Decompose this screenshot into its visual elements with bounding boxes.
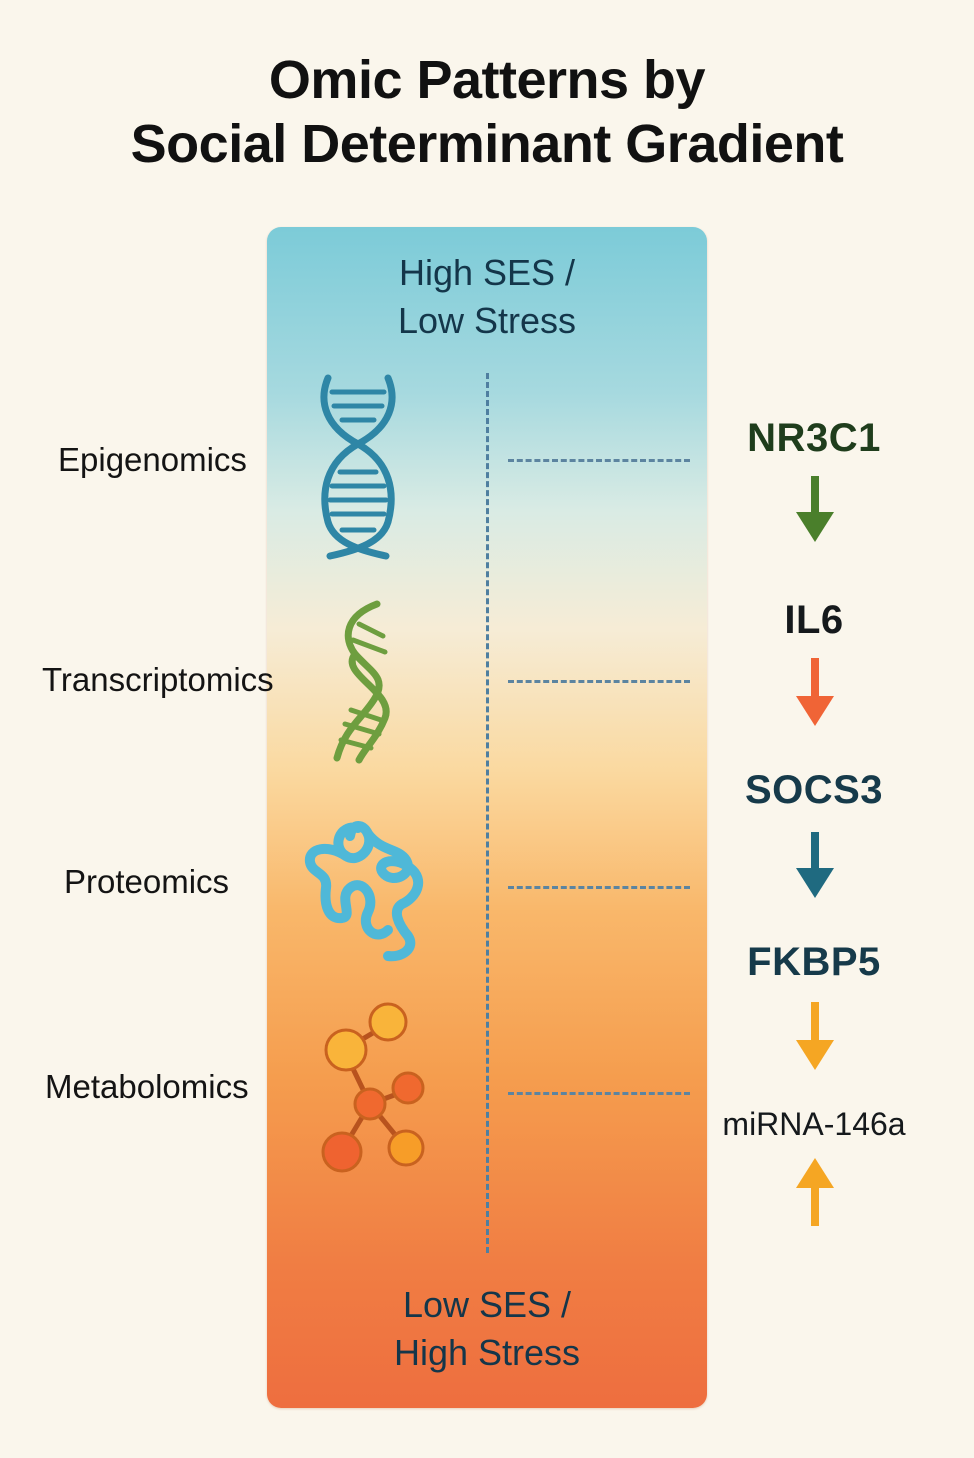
dashed-connector-proteomics bbox=[508, 886, 690, 889]
dashed-connector-transcriptomics bbox=[508, 680, 690, 683]
gene-label-il6: IL6 bbox=[784, 598, 844, 642]
molecule-icon bbox=[321, 1002, 425, 1173]
arrow-down-icon-nr3c1 bbox=[796, 476, 834, 542]
arrow-up-icon-mirna-146a bbox=[796, 1158, 834, 1226]
gene-label-fkbp5: FKBP5 bbox=[747, 940, 881, 984]
rna-strand-icon bbox=[333, 600, 390, 764]
protein-fold-icon bbox=[305, 821, 424, 962]
arrow-down-icon-fkbp5 bbox=[796, 1002, 834, 1070]
gene-label-mirna-146a: miRNA-146a bbox=[722, 1106, 906, 1142]
low-ses-high-stress-label: Low SES / High Stress bbox=[267, 1281, 707, 1377]
top-label-line-2: Low Stress bbox=[397, 300, 577, 341]
gene-label-nr3c1: NR3C1 bbox=[747, 416, 881, 460]
omic-label-proteomics: Proteomics bbox=[64, 863, 230, 900]
arrow-down-icon-il6 bbox=[796, 658, 834, 726]
title-line-2: Social Determinant Gradient bbox=[130, 114, 844, 174]
high-ses-low-stress-label: High SES / Low Stress bbox=[267, 249, 707, 345]
figure-title: Omic Patterns by Social Determinant Grad… bbox=[0, 48, 974, 176]
dashed-connector-epigenomics bbox=[508, 459, 690, 462]
omic-label-metabolomics: Metabolomics bbox=[45, 1068, 249, 1105]
title-line-1: Omic Patterns by bbox=[268, 50, 706, 110]
dna-helix-icon bbox=[320, 374, 396, 560]
vertical-dashed-axis bbox=[486, 373, 489, 1253]
top-label-line-1: High SES / bbox=[398, 252, 576, 293]
bottom-label-line-2: High Stress bbox=[393, 1332, 581, 1373]
dashed-connector-metabolomics bbox=[508, 1092, 690, 1095]
gene-label-socs3: SOCS3 bbox=[744, 768, 884, 812]
arrow-down-icon-socs3 bbox=[796, 832, 834, 898]
bottom-label-line-1: Low SES / bbox=[402, 1284, 572, 1325]
omic-label-epigenomics: Epigenomics bbox=[58, 441, 247, 478]
omic-label-transcriptomics: Transcriptomics bbox=[42, 661, 274, 698]
